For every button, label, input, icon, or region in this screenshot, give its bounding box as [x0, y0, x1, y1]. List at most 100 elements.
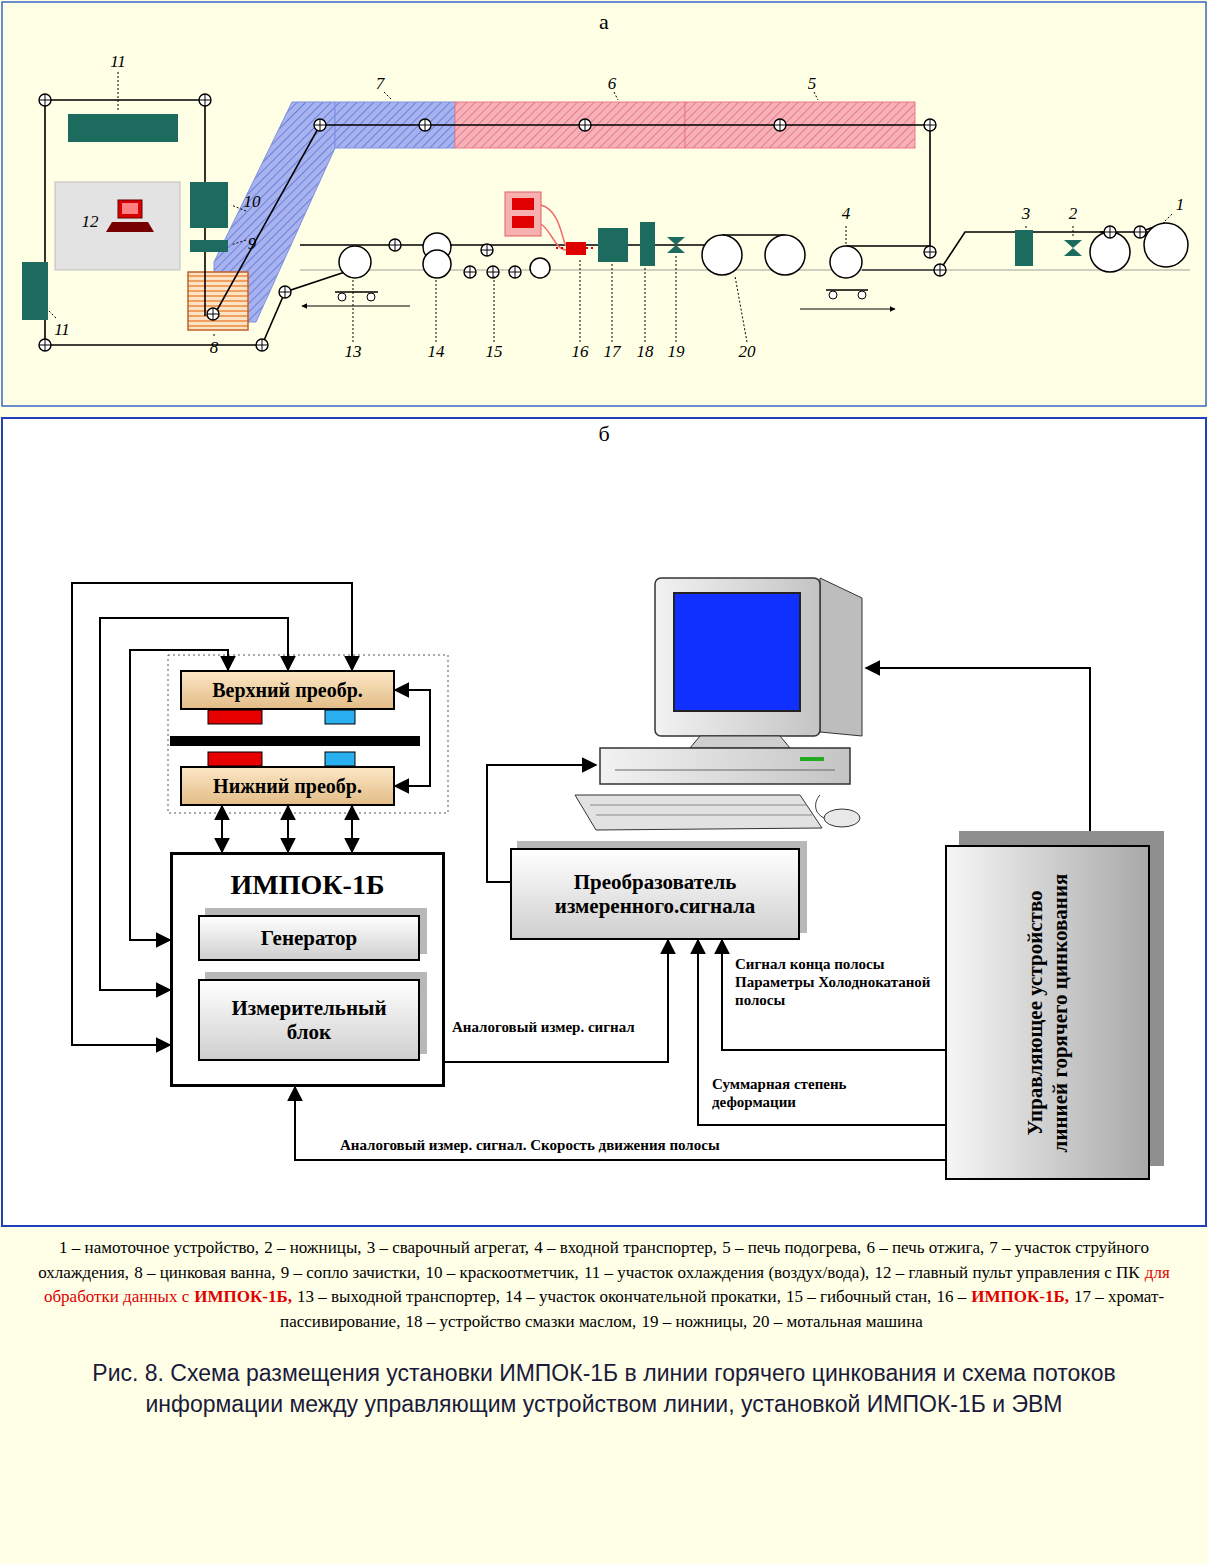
equipment	[55, 182, 180, 270]
legend-item: 13 – выходной транспортер,	[297, 1287, 500, 1306]
legend-item: 8 – цинковая ванна,	[134, 1263, 275, 1282]
guide-roller	[199, 94, 211, 106]
guide-roller	[279, 286, 291, 298]
controller-box: Управляющее устройство линией горячего ц…	[945, 845, 1150, 1180]
guide-roller	[1134, 226, 1146, 238]
strip-path	[45, 100, 1190, 345]
equipment	[512, 216, 534, 228]
node-label: Нижний преобр.	[213, 775, 362, 798]
signal-connector	[351, 806, 353, 852]
guide-roller	[1104, 226, 1116, 238]
legend-item: 6 – печь отжига,	[866, 1238, 984, 1257]
callout-number: 15	[486, 342, 503, 362]
guide-roller	[924, 119, 936, 131]
equipment	[598, 228, 628, 262]
guide-roller	[389, 239, 401, 251]
computer-icon	[800, 757, 824, 761]
sensor-assembly	[325, 752, 355, 766]
equipment	[335, 290, 868, 292]
equipment	[302, 306, 895, 309]
legend-item: 1 – намоточное устройство,	[59, 1238, 259, 1257]
callout-number: 7	[376, 74, 385, 94]
guide-roller	[774, 119, 786, 131]
equipment	[367, 293, 375, 301]
equipment	[556, 247, 596, 249]
panel-frame	[2, 2, 1206, 406]
legend-item: 5 – печь подогрева,	[722, 1238, 861, 1257]
guide-roller	[924, 246, 936, 258]
equipment	[118, 200, 142, 218]
equipment	[68, 114, 178, 142]
guide-roller	[314, 119, 326, 131]
computer-icon	[824, 809, 860, 827]
signal-connector	[395, 690, 430, 786]
legend-item: 2 – ножницы,	[264, 1238, 361, 1257]
guide-roller	[279, 286, 291, 298]
guide-roller	[774, 119, 786, 131]
legend-item: 10 – краскоотметчик,	[425, 1263, 578, 1282]
legend-item: 19 – ножницы,	[641, 1312, 747, 1331]
guide-roller	[924, 246, 936, 258]
connector-label: Аналоговый измер. сигнал. Скорость движе…	[340, 1136, 940, 1154]
legend-item: 16 –	[936, 1287, 966, 1306]
connector-label: Сигнал конца полосы Параметры Холоднокат…	[735, 955, 935, 1009]
equipment	[829, 291, 837, 299]
sensor-assembly	[168, 655, 448, 813]
guide-roller	[579, 119, 591, 131]
equipment	[190, 240, 228, 252]
equipment	[702, 235, 742, 275]
figure-caption: Рис. 8. Схема размещения установки ИМПОК…	[80, 1358, 1128, 1420]
guide-roller	[464, 266, 476, 278]
callout-number: 2	[1069, 204, 1078, 224]
guide-roller	[481, 244, 493, 256]
legend-item: 9 – сопло зачистки,	[281, 1263, 421, 1282]
guide-roller	[481, 244, 493, 256]
guide-roller	[39, 339, 51, 351]
callout-number: 13	[345, 342, 362, 362]
signal-connector	[295, 1087, 945, 1160]
panel-frame	[2, 418, 1206, 1226]
node-label: Измерительный блок	[208, 996, 410, 1044]
guide-roller	[934, 264, 946, 276]
equipment	[830, 246, 862, 278]
equipment	[505, 192, 541, 236]
guide-roller	[207, 308, 219, 320]
guide-roller	[419, 119, 431, 131]
guide-roller	[464, 266, 476, 278]
guide-roller	[934, 264, 946, 276]
guide-roller	[509, 266, 521, 278]
equipment	[190, 182, 228, 228]
guide-roller	[199, 94, 211, 106]
connector-label: Суммарная степень деформации	[712, 1075, 932, 1111]
equipment	[423, 250, 451, 278]
guide-roller	[39, 94, 51, 106]
process-box: Преобразователь измеренного.сигнала	[510, 848, 800, 940]
guide-roller	[487, 266, 499, 278]
guide-roller	[579, 119, 591, 131]
callout-number: 11	[54, 320, 70, 340]
callout-number: 16	[572, 342, 589, 362]
guide-rollers	[39, 94, 1146, 351]
guide-roller	[934, 264, 946, 276]
guide-roller	[1134, 226, 1146, 238]
guide-roller	[924, 246, 936, 258]
guide-roller	[579, 119, 591, 131]
sensor-assembly	[325, 710, 355, 724]
callout-number: 6	[608, 74, 617, 94]
strip-path	[45, 100, 345, 345]
equipment	[339, 246, 371, 278]
guide-roller	[487, 266, 499, 278]
computer-icon	[575, 795, 822, 830]
guide-roller	[256, 339, 268, 351]
equipment	[858, 291, 866, 299]
computer-icon	[600, 748, 850, 784]
panel-frame	[2, 2, 1206, 1226]
strip-path	[216, 125, 930, 312]
guide-roller	[207, 308, 219, 320]
legend-text: 1 – намоточное устройство,2 – ножницы,3 …	[20, 1236, 1188, 1335]
equipment	[22, 262, 48, 320]
guide-roller	[481, 244, 493, 256]
callout-number: 20	[739, 342, 756, 362]
guide-roller	[1104, 226, 1116, 238]
equipment	[1064, 240, 1082, 256]
